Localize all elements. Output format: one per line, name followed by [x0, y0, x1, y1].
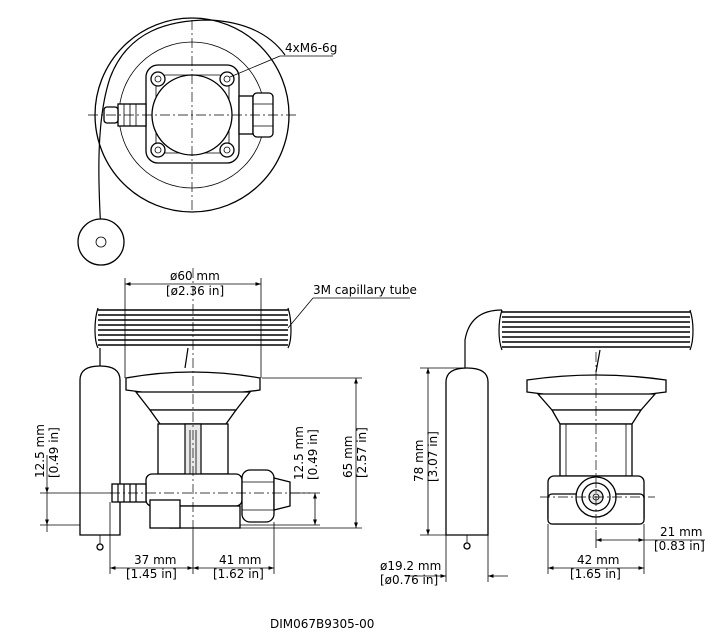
capillary-coil-side	[498, 309, 694, 351]
capillary-label-group: 3M capillary tube	[287, 283, 417, 329]
dim-w21-in: [0.83 in]	[654, 539, 705, 553]
dim-w41-in: [1.62 in]	[213, 567, 264, 581]
dim-dia60-mm: ø60 mm	[170, 269, 220, 283]
dim-h78-in: [3.07 in]	[426, 431, 440, 482]
sensing-bulb-side	[445, 367, 489, 536]
drawing-id: DIM067B9305-00	[270, 617, 374, 631]
dim-mid-12-5-mm: 12.5 mm	[292, 426, 306, 480]
dimension-w21: 21 mm [0.83 in]	[595, 525, 705, 553]
dim-mid-12-5-in: [0.49 in]	[306, 429, 320, 480]
thread-label: 4xM6-6g	[285, 41, 337, 55]
dim-left-12-5-mm: 12.5 mm	[33, 424, 47, 478]
dim-h78-mm: 78 mm	[412, 440, 426, 482]
dim-dia60-in: [ø2.36 in]	[166, 284, 224, 298]
dimension-left-12-5: 12.5 mm [0.49 in]	[33, 424, 112, 532]
dimension-mid-12-5: 12.5 mm [0.49 in]	[240, 426, 320, 526]
dim-h65-in: [2.57 in]	[355, 427, 369, 478]
sensing-bulb-front	[79, 365, 121, 536]
dimension-widths-front: 37 mm [1.45 in] 41 mm [1.62 in]	[109, 502, 275, 581]
dim-w37-mm: 37 mm	[134, 553, 176, 567]
dim-w37-in: [1.45 in]	[126, 567, 177, 581]
dimension-w42: 42 mm [1.65 in]	[547, 524, 645, 581]
dim-w41-mm: 41 mm	[219, 553, 261, 567]
dim-w21-mm: 21 mm	[660, 525, 702, 539]
dimension-dia19: ø19.2 mm [ø0.76 in]	[380, 535, 508, 587]
top-view: 4xM6-6g	[77, 17, 337, 266]
dimension-h65: 65 mm [2.57 in]	[240, 377, 369, 529]
dim-h65-mm: 65 mm	[341, 436, 355, 478]
dim-w42-mm: 42 mm	[577, 553, 619, 567]
dim-dia19-in: [ø0.76 in]	[380, 573, 438, 587]
front-view	[79, 268, 310, 551]
sensing-bulb-top	[77, 218, 125, 266]
dimension-dia60: ø60 mm [ø2.36 in]	[124, 269, 262, 378]
dim-w42-in: [1.65 in]	[570, 567, 621, 581]
dim-left-12-5-in: [0.49 in]	[47, 427, 61, 478]
side-view	[445, 309, 694, 550]
dimension-h78: 78 mm [3.07 in]	[412, 367, 465, 536]
capillary-label: 3M capillary tube	[313, 283, 417, 297]
dim-dia19-mm: ø19.2 mm	[380, 559, 441, 573]
